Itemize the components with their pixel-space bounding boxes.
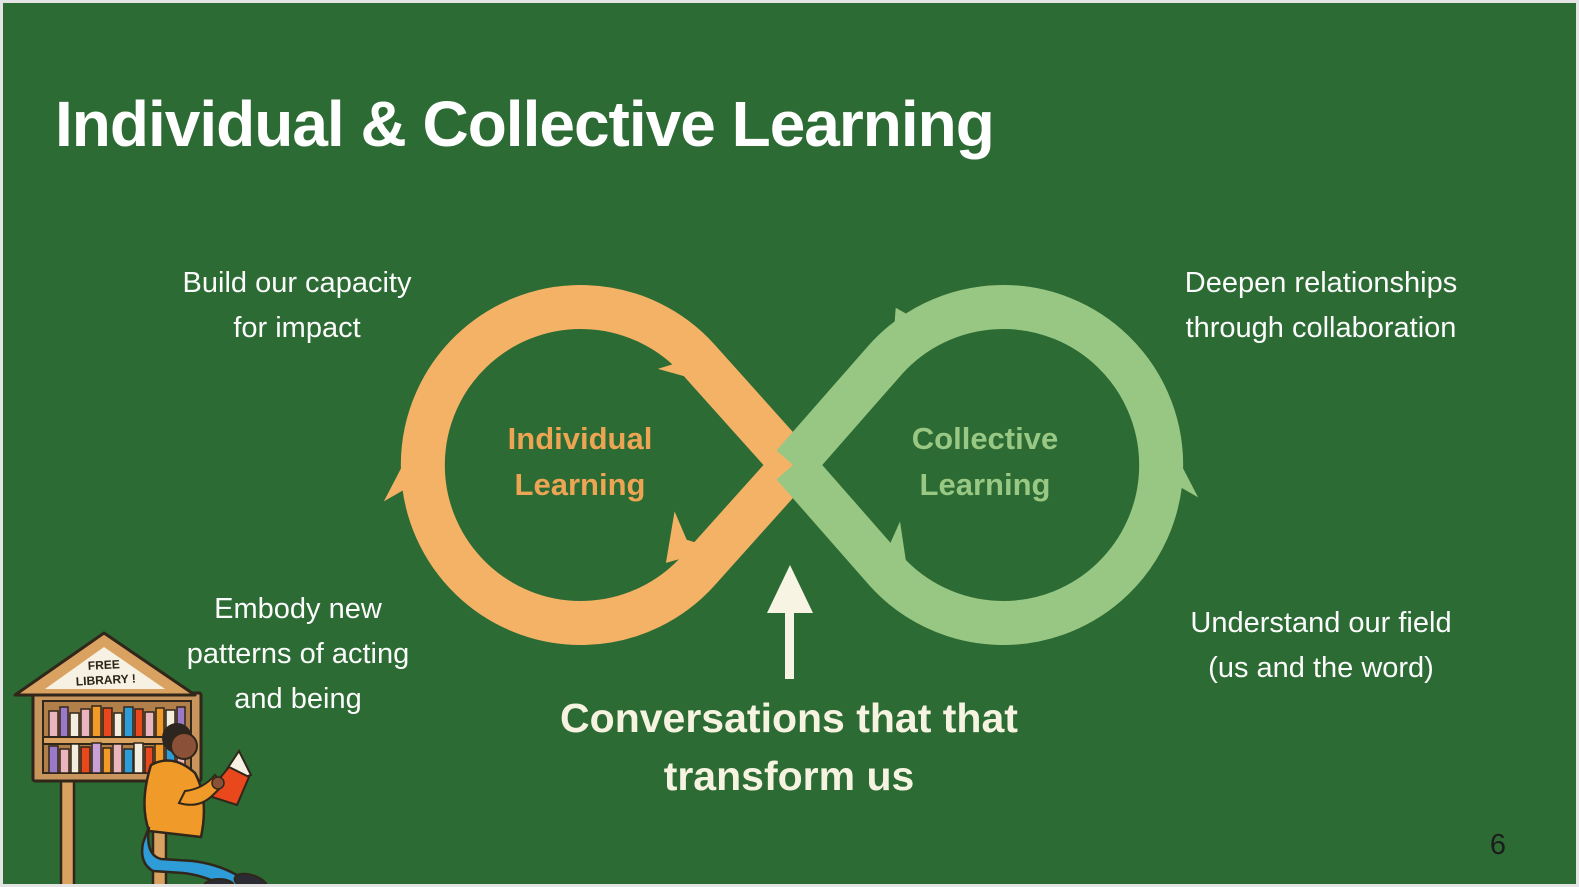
collective-loop-path	[776, 285, 1184, 645]
reader-book	[204, 765, 251, 807]
label-embody-patterns: Embody new patterns of acting and being	[186, 593, 410, 715]
collective-arrow-top-icon	[891, 307, 942, 360]
infinity-loop-diagram: FREE LIBRARY !	[13, 285, 1199, 884]
center-caption: Conversations that that transform us	[560, 695, 1018, 799]
reader-head	[170, 732, 198, 760]
collective-learning-label: Collective Learning	[911, 421, 1059, 502]
individual-arrow-top-icon	[657, 331, 709, 383]
reader-sweater	[143, 759, 206, 839]
label-deepen-relationships: Deepen relationships through collaborati…	[1184, 267, 1458, 344]
library-sign	[45, 647, 165, 689]
individual-learning-loop	[383, 285, 810, 645]
individual-loop-path	[400, 285, 810, 645]
reader-jeans	[140, 826, 253, 884]
label-understand-field: Understand our field (us and the word)	[1190, 607, 1452, 684]
library-sign-line1: FREE	[87, 657, 120, 673]
reader-shoe	[233, 872, 269, 884]
individual-learning-label: Individual Learning	[507, 421, 653, 502]
up-arrow-icon	[767, 565, 813, 679]
reader-figure	[140, 723, 269, 884]
label-build-capacity: Build our capacity for impact	[182, 267, 412, 344]
reader-shoe	[203, 878, 235, 884]
reader-hand	[211, 776, 225, 790]
collective-learning-loop	[776, 285, 1199, 645]
collective-arrow-right-icon	[1142, 451, 1199, 498]
page-number: 6	[1489, 829, 1507, 861]
free-library-illustration: FREE LIBRARY !	[13, 631, 269, 884]
page-title: Individual & Collective Learning	[55, 88, 995, 160]
library-sign-line2: LIBRARY !	[75, 671, 136, 688]
individual-arrow-left-icon	[383, 455, 440, 502]
individual-arrow-bottom-icon	[665, 511, 717, 563]
collective-arrow-bottom-icon	[857, 521, 908, 574]
